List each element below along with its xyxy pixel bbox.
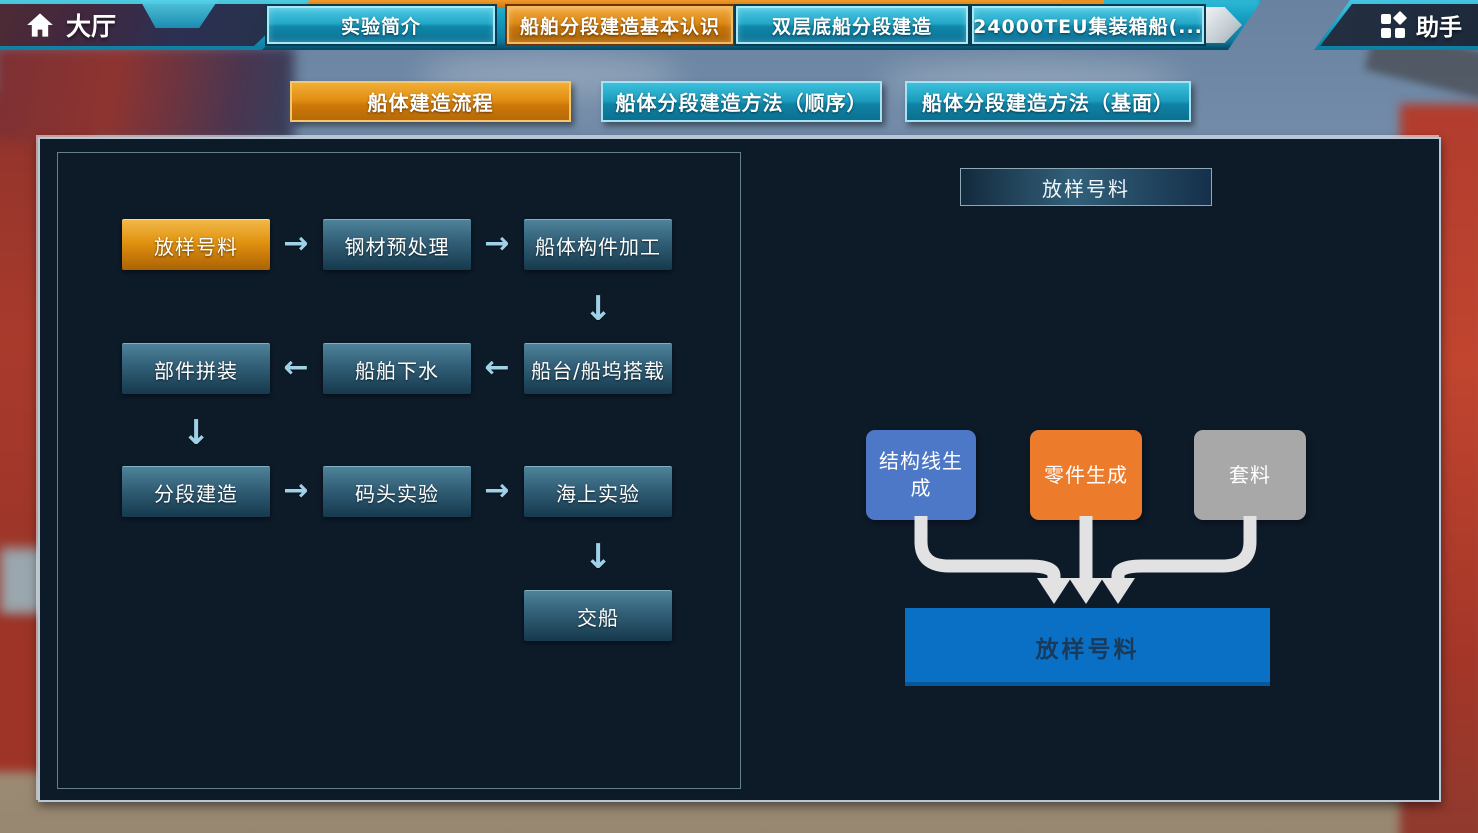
home-icon <box>27 13 53 37</box>
source-label: 零件生成 <box>1044 462 1128 487</box>
flow-step-ship-delivery[interactable]: 交船 <box>524 590 672 641</box>
flow-step-label: 码头实验 <box>355 481 439 506</box>
subtab-build-method-baseplane[interactable]: 船体分段建造方法（基面） <box>905 81 1191 122</box>
arrow-right-icon: → <box>484 226 510 261</box>
flow-step-component-processing[interactable]: 船体构件加工 <box>524 219 672 270</box>
arrow-right-icon: → <box>283 226 309 261</box>
subtab-label: 船体分段建造方法（顺序） <box>615 91 868 115</box>
flow-step-label: 船台/船坞搭载 <box>531 358 665 383</box>
home-button-face: 大厅 <box>0 4 298 46</box>
arrow-right-icon: → <box>484 473 510 508</box>
subtab-label: 船体建造流程 <box>367 91 494 115</box>
home-label: 大厅 <box>66 12 117 41</box>
detail-source-nesting: 套料 <box>1194 430 1306 520</box>
flow-step-label: 交船 <box>577 605 619 630</box>
arrow-right-icon: → <box>283 473 309 508</box>
more-tabs-arrow-button[interactable] <box>1206 7 1242 43</box>
detail-source-part-generation: 零件生成 <box>1030 430 1142 520</box>
arrow-left-icon: ← <box>484 350 510 385</box>
subtab-label: 船体分段建造方法（基面） <box>922 91 1174 115</box>
tab-label: 船舶分段建造基本认识 <box>519 15 720 38</box>
subtab-build-method-sequence[interactable]: 船体分段建造方法（顺序） <box>601 81 882 122</box>
tab-experiment-intro[interactable]: 实验简介 <box>267 6 495 44</box>
detail-title: 放样号料 <box>960 168 1212 206</box>
flow-step-segment-construction[interactable]: 分段建造 <box>122 466 270 517</box>
subtab-hull-build-process[interactable]: 船体建造流程 <box>290 81 571 122</box>
assistant-label: 助手 <box>1416 15 1462 41</box>
detail-target-lofting-marking: 放样号料 <box>905 608 1270 686</box>
detail-source-structure-lines: 结构线生成 <box>866 430 976 520</box>
tab-basic-knowledge-active[interactable]: 船舶分段建造基本认识 <box>507 6 733 44</box>
flow-step-ship-launching[interactable]: 船舶下水 <box>323 343 471 394</box>
tab-label: 24000TEU集装箱船(... <box>973 15 1203 38</box>
tab-label: 双层底船分段建造 <box>771 15 932 38</box>
tab-label: 实验简介 <box>340 15 421 38</box>
home-button[interactable]: 大厅 <box>0 0 310 50</box>
assistant-grid-icon <box>1381 10 1408 38</box>
source-label: 套料 <box>1229 462 1271 487</box>
arrow-down-icon: ↓ <box>583 289 613 329</box>
converge-arrows <box>914 516 1257 604</box>
arrow-down-icon: ↓ <box>181 413 211 453</box>
flow-step-lofting-marking[interactable]: 放样号料 <box>122 219 270 270</box>
tab-double-bottom-build[interactable]: 双层底船分段建造 <box>736 6 968 44</box>
flow-step-label: 放样号料 <box>154 234 238 259</box>
arrow-left-icon: ← <box>283 350 309 385</box>
flow-step-label: 船体构件加工 <box>535 234 661 259</box>
flow-step-label: 海上实验 <box>556 481 640 506</box>
flow-step-dock-trial[interactable]: 码头实验 <box>323 466 471 517</box>
flow-step-steel-pretreatment[interactable]: 钢材预处理 <box>323 219 471 270</box>
detail-title-label: 放样号料 <box>1042 176 1130 201</box>
target-label: 放样号料 <box>1035 637 1140 663</box>
flow-step-label: 钢材预处理 <box>344 234 450 259</box>
arrow-down-icon: ↓ <box>583 537 613 577</box>
flow-step-sea-trial[interactable]: 海上实验 <box>524 466 672 517</box>
flow-step-parts-assembly[interactable]: 部件拼装 <box>122 343 270 394</box>
source-label: 结构线生成 <box>879 449 963 500</box>
flow-step-slipway-dock-erection[interactable]: 船台/船坞搭载 <box>524 343 672 394</box>
flow-step-label: 分段建造 <box>154 481 238 506</box>
flow-step-label: 部件拼装 <box>154 358 238 383</box>
tab-24000teu-ship[interactable]: 24000TEU集装箱船(... <box>972 6 1204 44</box>
flow-step-label: 船舶下水 <box>355 358 439 383</box>
background-crane-topleft <box>0 46 294 141</box>
flowchart-container <box>57 152 741 789</box>
